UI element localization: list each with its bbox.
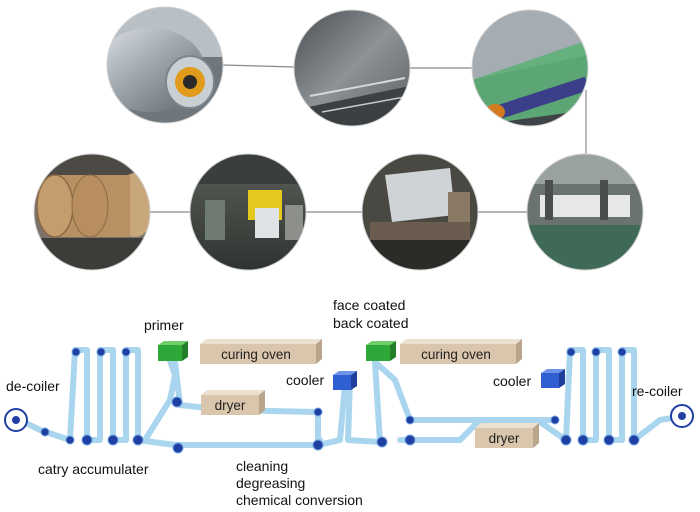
- process-flow: [11, 347, 693, 448]
- back-coated-label: back coated: [333, 315, 409, 331]
- coil-photo-frame: [106, 6, 224, 124]
- dryer-label-2: dryer: [489, 431, 520, 446]
- rollers: [40, 347, 681, 454]
- strip-primer-loop: [142, 352, 321, 448]
- curing-oven-box-1: [200, 339, 322, 364]
- de-coiler-wheel: [4, 408, 28, 432]
- primer-block-1: [158, 341, 188, 361]
- coating-roller-photo: [472, 10, 588, 126]
- wrapped-coils-photo: [34, 154, 150, 270]
- curing-oven-box-2: [400, 339, 522, 364]
- strip-lower-dryer: [397, 419, 569, 443]
- curing-oven-label-2: curing oven: [421, 347, 491, 362]
- primer-label: primer: [144, 317, 184, 333]
- cooler-label-2: cooler: [493, 373, 531, 389]
- dryer-box-1: [201, 390, 265, 415]
- strip-accumulator-right: [563, 347, 693, 443]
- dryer-label-1: dryer: [215, 398, 246, 413]
- primer-block-2: [366, 341, 396, 361]
- curing-oven-label-1: curing oven: [221, 347, 291, 362]
- dryer-box-2: [475, 423, 539, 448]
- coating-machine-photo: [362, 154, 478, 270]
- cleaning-label: cleaning: [236, 458, 288, 474]
- catry-accumulater-label: catry accumulater: [38, 461, 149, 477]
- coating-roller-photo-frame: [471, 9, 589, 127]
- strip-decoiler: [11, 347, 323, 448]
- sheet-photo: [294, 10, 410, 126]
- production-line-photo: [527, 154, 643, 270]
- production-line-photo-frame: [526, 153, 644, 271]
- coating-machine-photo-frame: [361, 153, 479, 271]
- cooler-block-1: [333, 371, 357, 390]
- factory-floor-photo: [190, 154, 306, 270]
- re-coiler-label: re-coiler: [632, 383, 683, 399]
- degreasing-label: degreasing: [236, 475, 305, 491]
- chemical-conversion-label: chemical conversion: [236, 492, 363, 508]
- factory-floor-photo-frame: [189, 153, 307, 271]
- face-coated-label: face coated: [333, 297, 405, 313]
- coil-photo: [107, 7, 223, 123]
- re-coiler-wheel: [670, 404, 694, 428]
- photo-connectors: [150, 64, 587, 213]
- de-coiler-label: de-coiler: [6, 378, 60, 394]
- wrapped-coils-photo-frame: [33, 153, 151, 271]
- cooler-block-2: [541, 369, 565, 388]
- cooler-label-1: cooler: [286, 372, 324, 388]
- sheet-photo-frame: [293, 9, 411, 127]
